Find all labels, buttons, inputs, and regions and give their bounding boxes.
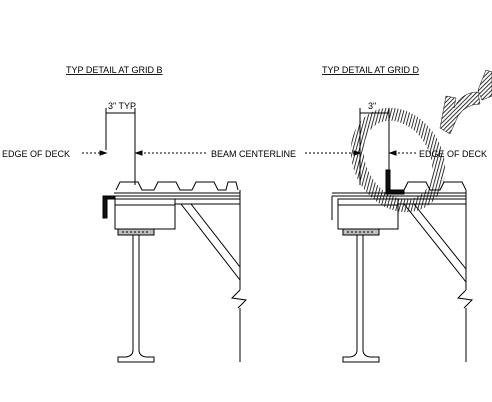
edge-of-deck-left-label: EDGE OF DECK [2,149,70,159]
left-detail-title: TYP DETAIL AT GRID B [66,65,163,75]
right-dimension-label: 3" [368,101,376,111]
right-detail-title: TYP DETAIL AT GRID D [322,65,420,75]
left-dimension-label: 3" TYP [108,101,136,111]
watermark-logo [350,69,492,213]
left-detail: 3" TYP EDGE OF DECK [2,101,248,363]
beam-centerline-label: BEAM CENTERLINE [211,149,296,159]
edge-of-deck-right-label: EDGE OF DECK [419,149,487,159]
